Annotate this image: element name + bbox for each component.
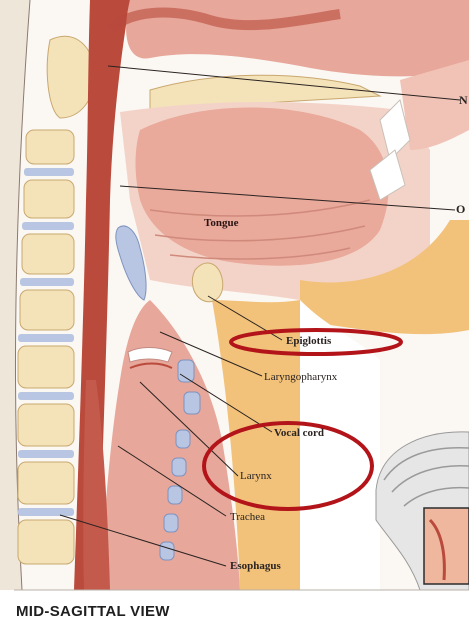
- figure-caption: MID-SAGITTAL VIEW: [16, 603, 170, 620]
- epiglottis-label: Epiglottis: [286, 336, 331, 347]
- nasopharynx-label: N: [459, 94, 468, 106]
- epiglottis-shape: [192, 263, 222, 302]
- oropharynx-label: O: [456, 203, 465, 215]
- trachea-label: Trachea: [230, 512, 265, 523]
- laryngopharynx-label: Laryngopharynx: [264, 372, 337, 383]
- tongue-label: Tongue: [204, 218, 238, 229]
- vocal-cord-label: Vocal cord: [274, 428, 324, 439]
- larynx-label: Larynx: [240, 471, 272, 482]
- esophagus-label: Esophagus: [230, 561, 281, 572]
